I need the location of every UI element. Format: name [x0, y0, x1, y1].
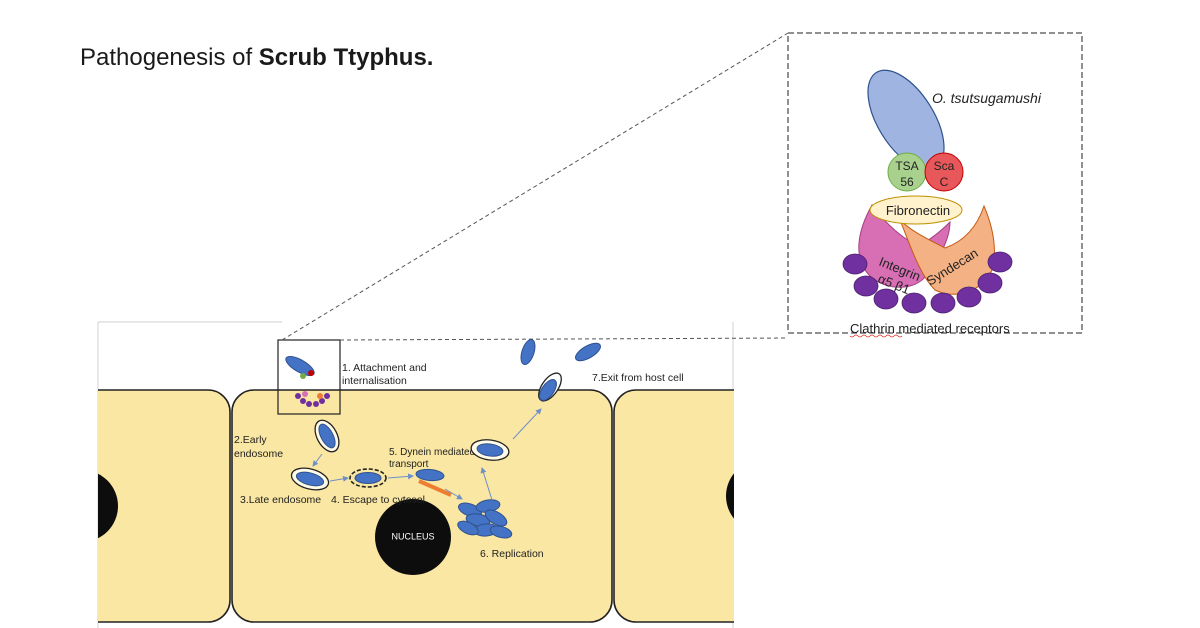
- fibronectin: [869, 195, 963, 225]
- arrow-vesicle-to-exit: [512, 408, 542, 440]
- attachment-sca-dot: [308, 370, 314, 376]
- step3-label: 3.Late endosome: [240, 494, 321, 506]
- title-emphasis: Scrub Ttyphus.: [258, 44, 434, 71]
- arrow-transport-to-replication: [444, 488, 463, 500]
- clathrin-receptors: [842, 251, 1013, 314]
- nucleus-label: NUCLEUS: [391, 531, 434, 541]
- nucleus-right-cell: [726, 473, 734, 519]
- step1-label-line1: 1. Attachment and: [342, 362, 427, 374]
- attachment-bacterium: [285, 355, 315, 377]
- escape-endosome-membrane: [349, 468, 387, 488]
- arrow-replication-to-vesicle: [480, 467, 493, 501]
- scac-label-line2: C: [940, 175, 949, 189]
- dynein-microtubule: [418, 479, 452, 497]
- arrow-escape-to-transport: [387, 473, 414, 480]
- inset-organism-label: O. tsutsugamushi: [932, 90, 1042, 106]
- late-endosome-bacterium: [295, 471, 325, 487]
- replication-cluster: [457, 499, 513, 539]
- escape-bacterium: [354, 472, 382, 484]
- arrow-late-to-escape: [329, 475, 349, 482]
- released-bacterium-2: [575, 342, 601, 362]
- host-cell-right: [613, 389, 734, 623]
- step2-label-line2: endosome: [234, 448, 283, 460]
- clathrin-spellcheck-underline: [849, 334, 903, 338]
- zoom-line-upper: [281, 32, 789, 341]
- step5-label-line1: 5. Dynein mediated: [389, 447, 475, 458]
- tsa56-label-line2: 56: [900, 175, 914, 189]
- transport-bacterium: [415, 468, 445, 482]
- nucleus-left-cell: [98, 473, 118, 539]
- early-endosome-bacterium: [318, 423, 336, 449]
- page-title: Pathogenesis of Scrub Ttyphus.: [80, 44, 433, 72]
- attachment-receptor-cluster: [295, 391, 330, 407]
- step2-label-line1: 2.Early: [234, 434, 267, 446]
- step7-label: 7.Exit from host cell: [592, 372, 684, 384]
- scac-label-line1: Sca: [934, 159, 955, 173]
- tsa56-label-line1: TSA: [895, 159, 918, 173]
- fibronectin-label: Fibronectin: [886, 203, 950, 218]
- arrow-early-to-late: [312, 453, 323, 467]
- clathrin-label: Clathrin mediated receptors: [850, 321, 1010, 336]
- step6-label: 6. Replication: [480, 548, 544, 560]
- syndecan-receptor: [899, 204, 995, 295]
- exit-vesicle-bacterium: [476, 443, 504, 457]
- attachment-zoom-box: [277, 339, 341, 415]
- released-bacterium-1: [520, 338, 536, 366]
- budding-bacterium: [539, 379, 557, 401]
- host-cell-left: [98, 389, 231, 623]
- nucleus: [375, 499, 451, 575]
- attachment-tsa-dot: [300, 373, 306, 379]
- step1-label-line2: internalisation: [342, 375, 407, 387]
- zoom-line-lower: [339, 337, 789, 341]
- step4-label: 4. Escape to cytosol: [331, 494, 425, 506]
- step5-label-line2: transport: [389, 459, 429, 470]
- scac-protein: [924, 152, 964, 192]
- title-prefix: Pathogenesis of: [80, 44, 259, 71]
